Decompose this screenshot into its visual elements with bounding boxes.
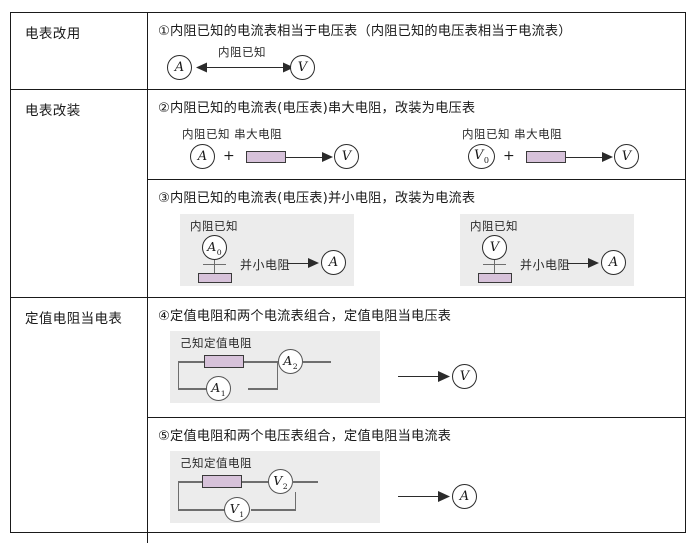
panel-note: 并小电阻 [240,258,291,273]
diagram-circuit-resistor-as-voltmeter: 己知定值电阻 A1 [158,331,685,419]
resistor-icon [202,475,242,489]
arrow-head-right-icon [438,371,450,383]
panel-label: 内阻已知 串大电阻 [462,127,563,142]
item-block: ③内阻已知的电流表(电压表)并小电阻，改装为电流表 内阻已知 A0 [148,180,685,298]
arrow-head-right-icon [438,491,450,503]
voltmeter-icon: V [482,235,507,261]
row-category-label: 电表改用 [11,13,148,90]
arrow-head-right-icon [322,152,333,163]
resistor-icon [478,273,512,284]
table-row: 电表改用 ①内阻已知的电流表相当于电压表（内阻已知的电压表相当于电流表） A 内… [11,13,685,91]
resistor-icon [198,273,232,284]
panel-label: 内阻已知 [470,219,518,234]
ammeter-zero-icon: A0 [202,235,227,261]
row-content: ①内阻已知的电流表相当于电压表（内阻已知的电压表相当于电流表） A 内阻已知 [148,13,685,89]
comparison-table: 电表改用 ①内阻已知的电流表相当于电压表（内阻已知的电压表相当于电流表） A 内… [10,12,686,543]
item-header: ②内阻已知的电流表(电压表)串大电阻，改装为电压表 [158,101,476,117]
resistor-icon [246,151,286,164]
item-block: ④定值电阻和两个电流表组合，定值电阻当电压表 己知定值电阻 [148,298,685,419]
plus-operator: + [223,148,235,165]
table-row: 电表改装 ②内阻已知的电流表(电压表)串大电阻，改装为电压表 内阻已知 串大电阻… [11,90,685,299]
voltmeter-2-icon: V2 [268,469,293,495]
arrow-head-left-icon [196,62,207,73]
arrow-head-right-icon [588,258,599,269]
item-block: ⑤定值电阻和两个电压表组合，定值电阻当电流表 己知定值电阻 V2 [148,418,685,543]
diagram-series-conversion: 内阻已知 串大电阻 A + V [158,124,685,176]
voltmeter-1-icon: V1 [224,497,250,523]
item-block: ②内阻已知的电流表(电压表)串大电阻，改装为电压表 内阻已知 串大电阻 A + [148,90,685,181]
item-header: ③内阻已知的电流表(电压表)并小电阻，改装为电流表 [158,191,476,207]
ammeter-icon: A [190,144,215,170]
row-category-label: 定值电阻当电表 [11,298,148,543]
arrow-head-right-icon [308,258,319,269]
voltmeter-zero-icon: V0 [468,144,495,170]
plus-operator: + [503,148,515,165]
item-header: ⑤定值电阻和两个电压表组合，定值电阻当电流表 [158,429,452,445]
voltmeter-icon: V [452,364,477,390]
row-content: ②内阻已知的电流表(电压表)串大电阻，改装为电压表 内阻已知 串大电阻 A + [148,90,685,297]
row-content: ④定值电阻和两个电流表组合，定值电阻当电压表 己知定值电阻 [148,298,685,543]
arrow-head-right-icon [602,152,613,163]
item-header: ①内阻已知的电流表相当于电压表（内阻已知的电压表相当于电流表） [158,24,572,39]
table-row: 定值电阻当电表 ④定值电阻和两个电流表组合，定值电阻当电压表 己知定值电阻 [11,298,685,543]
ammeter-icon: A [321,250,346,276]
voltmeter-icon: V [334,144,359,170]
ammeter-icon: A [452,484,477,510]
circuit-label: 己知定值电阻 [180,456,252,471]
voltmeter-icon: V [290,55,315,81]
item-block: ①内阻已知的电流表相当于电压表（内阻已知的电压表相当于电流表） A 内阻已知 [148,13,685,89]
row-category-label: 电表改装 [11,90,148,298]
diagram-circuit-resistor-as-ammeter: 己知定值电阻 V2 [158,451,685,539]
panel-note: 并小电阻 [520,258,571,273]
ammeter-icon: A [601,250,626,276]
panel-label: 内阻已知 [190,219,238,234]
circuit-label: 己知定值电阻 [180,336,252,351]
ammeter-1-icon: A1 [206,376,231,402]
ammeter-icon: A [167,55,192,81]
item-header: ④定值电阻和两个电流表组合，定值电阻当电压表 [158,309,452,325]
diagram-arrow-label: 内阻已知 [218,45,266,60]
resistor-icon [204,355,244,369]
diagram-parallel-conversion: 内阻已知 A0 并小电阻 [158,214,685,294]
arrow-head-right-icon [283,62,294,73]
resistor-icon [526,151,566,164]
voltmeter-icon: V [614,144,639,170]
panel-label: 内阻已知 串大电阻 [182,127,283,142]
ammeter-2-icon: A2 [278,349,303,375]
diagram-meter-equivalence: A 内阻已知 [158,45,685,85]
